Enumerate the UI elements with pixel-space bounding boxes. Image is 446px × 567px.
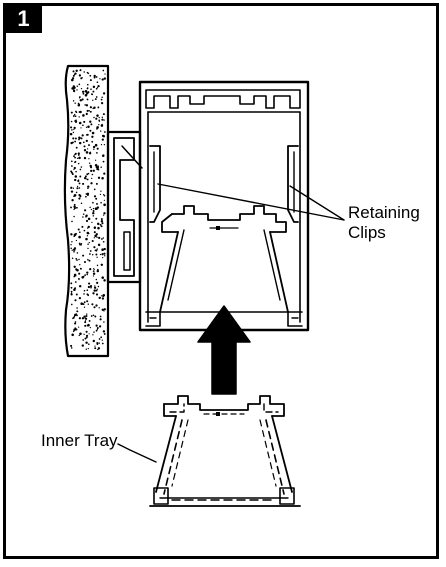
retaining-clips-label-line2: Clips [348, 223, 386, 242]
installed-inner-tray [159, 205, 289, 313]
retaining-clips-callout-lines [157, 183, 345, 221]
retaining-clip-left [149, 145, 161, 223]
inner-tray-loose [149, 395, 301, 507]
wall-stipple [69, 69, 106, 351]
retaining-clips-label-line1: Retaining [348, 203, 420, 222]
wall-bracket [106, 130, 143, 284]
wall-section [63, 64, 110, 358]
up-arrow-icon [197, 305, 251, 395]
retaining-clips-label: Retaining Clips [348, 203, 420, 243]
retaining-clip-right [287, 145, 299, 223]
inner-tray-label: Inner Tray [41, 431, 118, 450]
step-number-badge: 1 [5, 5, 42, 33]
inner-tray-callout-line [117, 443, 157, 463]
